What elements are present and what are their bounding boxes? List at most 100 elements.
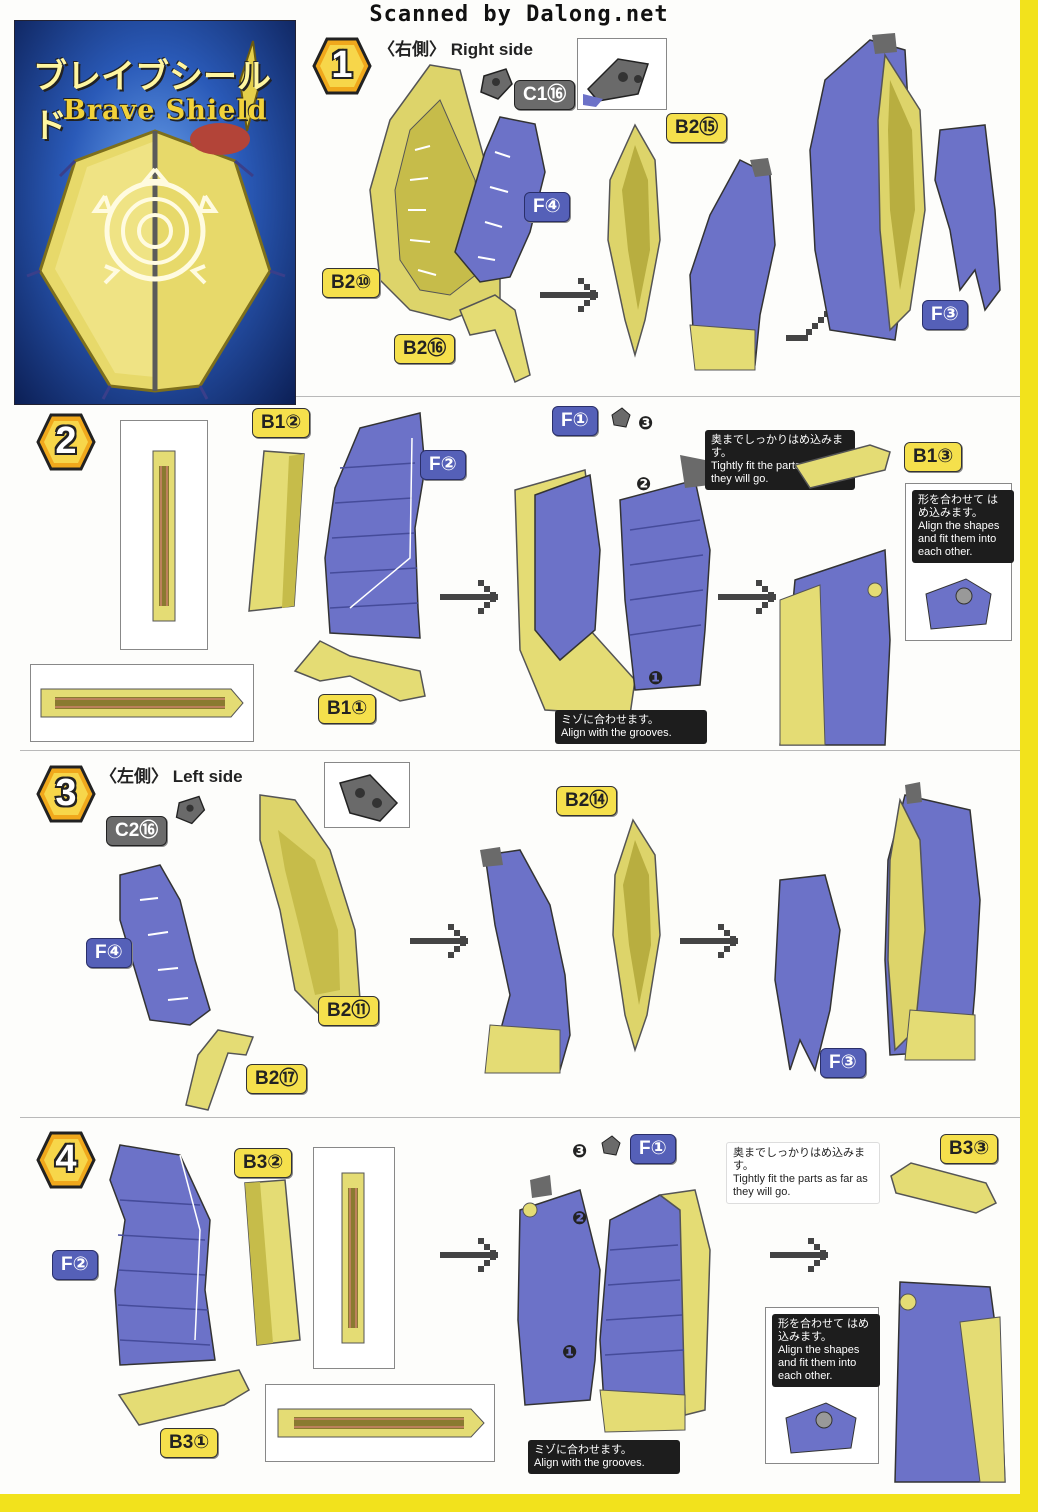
part-label: C1⑯ xyxy=(514,80,576,110)
callout-number: ❶ xyxy=(562,1342,578,1362)
step-heading: 〈右側〉 Right side xyxy=(378,40,533,59)
next-step-arrow-icon xyxy=(440,1238,498,1272)
assembled-step2-final xyxy=(779,548,891,746)
part-c1-gray xyxy=(480,68,513,100)
part-f4-purple xyxy=(454,116,546,283)
assembled-left-side-shield xyxy=(774,782,981,1073)
part-label: B1① xyxy=(318,694,377,724)
step-number: 3 xyxy=(55,772,77,814)
part-b2-14 xyxy=(612,818,661,1053)
step-number-badge-icon xyxy=(312,37,372,95)
part-b2-16 xyxy=(459,294,531,384)
step-number: 2 xyxy=(55,420,77,462)
part-b3-3 xyxy=(890,1162,998,1214)
part-f2-purple-step4 xyxy=(109,1144,216,1366)
callout-number: ❶ xyxy=(648,668,664,688)
part-b1-2 xyxy=(248,450,305,612)
assembled-step4-pieces xyxy=(517,1175,711,1433)
note-align-shapes: 形を合わせて はめ込みます。 Align the shapes and fit … xyxy=(912,490,1014,563)
part-label: B2⑯ xyxy=(394,334,456,364)
part-f1-gray xyxy=(611,407,631,428)
part-b3-1 xyxy=(117,1369,250,1426)
part-f1-gray xyxy=(601,1135,621,1156)
step-number-badge-icon xyxy=(36,765,96,823)
section-divider xyxy=(20,750,1020,751)
note-align-grooves: ミゾに合わせます。 Align with the grooves. xyxy=(528,1440,680,1474)
detail-callout-c1 xyxy=(577,38,667,110)
callout-number: ❸ xyxy=(572,1141,588,1161)
part-label: B3② xyxy=(234,1148,293,1178)
note-align-shapes: 形を合わせて はめ込みます。 Align the shapes and fit … xyxy=(772,1314,880,1387)
part-b2-17 xyxy=(185,1029,255,1111)
step-number-badge: 3 xyxy=(36,764,96,824)
assembled-f4-on-b2-left xyxy=(480,847,571,1074)
note-text-jp: ミゾに合わせます。 xyxy=(561,714,659,726)
assembled-right-side-shield xyxy=(809,33,1001,341)
callout-number: ❸ xyxy=(638,413,654,433)
part-label: B3③ xyxy=(940,1134,999,1164)
step-number-badge: 1 xyxy=(312,36,372,96)
detail-callout-b1-2 xyxy=(120,420,208,650)
part-label: F④ xyxy=(524,192,570,222)
step-number-badge: 2 xyxy=(36,412,96,472)
part-label: B2⑩ xyxy=(322,268,381,298)
assembled-f4-on-b2 xyxy=(689,158,776,371)
part-f2-purple xyxy=(324,412,426,639)
hero-title-jp: ブレイブシールド xyxy=(33,57,271,146)
note-text-jp: 奥までしっかりはめ込みます。 xyxy=(711,434,843,459)
part-label: F① xyxy=(552,406,598,436)
step-number-badge-icon xyxy=(36,413,96,471)
note-text-en: Align with the grooves. xyxy=(534,1457,645,1469)
part-label: F② xyxy=(420,450,466,480)
part-label: F④ xyxy=(86,938,132,968)
step-number: 1 xyxy=(331,44,353,86)
assembled-step4-final xyxy=(894,1281,1006,1483)
next-step-arrow-icon xyxy=(410,924,468,958)
part-label: C2⑯ xyxy=(106,816,168,846)
step-number: 4 xyxy=(55,1138,77,1180)
section-divider xyxy=(20,396,1020,397)
part-label: F① xyxy=(630,1134,676,1164)
part-label: B2⑭ xyxy=(556,786,618,816)
part-label: B1③ xyxy=(904,442,963,472)
note-align-grooves: ミゾに合わせます。 Align with the grooves. xyxy=(555,710,707,744)
next-step-arrow-icon xyxy=(680,924,738,958)
part-label: B3① xyxy=(160,1428,219,1458)
part-label: B2⑪ xyxy=(318,996,380,1026)
note-text-en: Align the shapes and fit them into each … xyxy=(778,1344,860,1382)
assembled-step2-pieces xyxy=(514,455,711,716)
step-number-badge: 4 xyxy=(36,1130,96,1190)
part-label: F② xyxy=(52,1250,98,1280)
part-label: B2⑰ xyxy=(246,1064,308,1094)
part-b1-3 xyxy=(793,444,891,489)
next-step-arrow-icon xyxy=(540,278,598,312)
part-label: B1② xyxy=(252,408,311,438)
note-text-en: Align with the grooves. xyxy=(561,727,672,739)
callout-number: ❷ xyxy=(636,474,652,494)
step-number-badge-icon xyxy=(36,1131,96,1189)
note-text-en: Align the shapes and fit them into each … xyxy=(918,520,1000,558)
detail-callout-b3-1 xyxy=(265,1384,495,1462)
detail-callout-b3-2 xyxy=(313,1147,395,1369)
note-text-jp: 奥までしっかりはめ込みます。 xyxy=(733,1147,865,1172)
callout-number: ❷ xyxy=(572,1208,588,1228)
part-label: B2⑮ xyxy=(666,113,728,143)
part-b1-1 xyxy=(293,640,426,702)
hero-image: ブレイブシールド Brave Shield xyxy=(14,20,296,405)
scanned-by-watermark: Scanned by Dalong.net xyxy=(369,2,669,27)
note-text-jp: ミゾに合わせます。 xyxy=(534,1444,632,1456)
part-b3-2 xyxy=(244,1179,301,1346)
brave-shield-image xyxy=(26,40,286,400)
next-step-arrow-icon xyxy=(718,580,776,614)
section-divider xyxy=(20,1117,1020,1118)
note-text-en: Tightly fit the parts as far as they wil… xyxy=(733,1173,868,1198)
note-text-jp: 形を合わせて はめ込みます。 xyxy=(778,1318,870,1343)
detail-callout-c2 xyxy=(324,762,410,828)
part-label: F③ xyxy=(820,1048,866,1078)
part-label: F③ xyxy=(922,300,968,330)
note-fit-tightly: 奥までしっかりはめ込みます。 Tightly fit the parts as … xyxy=(726,1142,880,1204)
hero-title-en: Brave Shield xyxy=(63,95,268,126)
part-b2-frame-left xyxy=(259,794,361,1016)
detail-callout-b1-1 xyxy=(30,664,254,742)
part-b2-15 xyxy=(607,123,661,358)
